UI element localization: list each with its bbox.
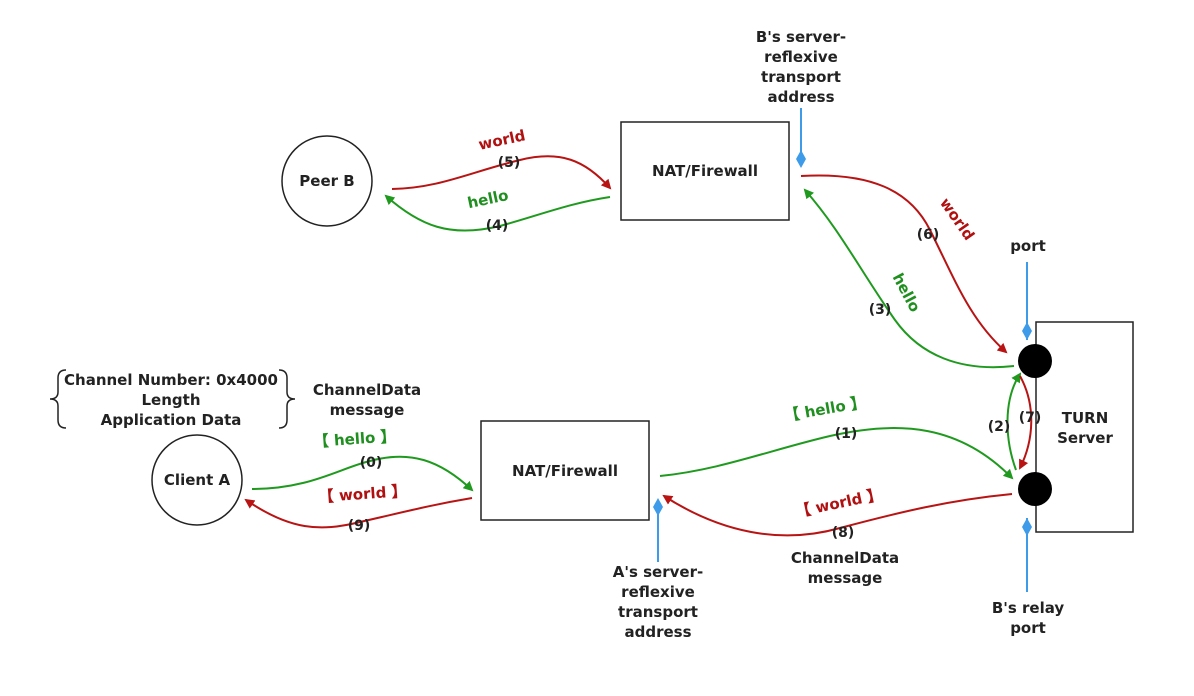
turn-label-line2: Server (1057, 429, 1113, 447)
channeldata-bottom-line1: ChannelData (791, 549, 899, 567)
arrow-step-9 (244, 497, 473, 529)
b-reflexive-pointer (796, 108, 806, 168)
message-1: 【 hello 】 (783, 393, 867, 425)
a-reflexive-line4: address (624, 623, 691, 641)
relay-port-pointer (1022, 518, 1032, 592)
client-a-label: Client A (164, 471, 231, 489)
message-8: 【 world 】 (794, 485, 884, 521)
message-5: world (477, 126, 527, 153)
message-9: 【 world 】 (318, 482, 407, 506)
turn-server: TURN Server (1018, 321, 1134, 533)
arrow-step-8 (662, 493, 1013, 537)
step-1: (1) (835, 426, 858, 442)
step-2: (2) (988, 419, 1011, 435)
peer-b-node: Peer B (281, 135, 373, 227)
client-a-node: Client A (151, 434, 243, 526)
nat-bottom-label: NAT/Firewall (512, 462, 618, 480)
arrow-step-2 (1006, 372, 1022, 471)
nat-firewall-top: NAT/Firewall (620, 121, 790, 221)
port-pointer (1022, 262, 1032, 340)
b-relay-annotation: B's relay port (992, 599, 1065, 637)
arrow-step-3 (803, 188, 1015, 369)
length-field: Length (142, 391, 201, 409)
channeldata-top-line1: ChannelData (313, 381, 421, 399)
b-relay-line1: B's relay (992, 599, 1065, 617)
arrow-step-6 (800, 174, 1008, 354)
step-7: (7) (1019, 410, 1042, 426)
b-reflexive-annotation: B's server- reflexive transport address (756, 28, 846, 106)
port-annotation: port (1010, 237, 1046, 255)
channeldata-bottom-line2: message (808, 569, 883, 587)
channel-fields-annotation: Channel Number: 0x4000 Length Applicatio… (49, 369, 296, 429)
message-4: hello (466, 186, 510, 212)
left-brace (49, 369, 67, 429)
a-reflexive-annotation: A's server- reflexive transport address (613, 563, 703, 641)
application-data-field: Application Data (101, 411, 242, 429)
message-0: 【 hello 】 (313, 427, 396, 451)
channeldata-top-line2: message (330, 401, 405, 419)
channeldata-bottom-annotation: ChannelData message (791, 549, 899, 587)
step-0: (0) (360, 455, 383, 471)
step-8: (8) (832, 525, 855, 541)
step-5: (5) (498, 155, 521, 171)
turn-label-line1: TURN (1062, 409, 1109, 427)
turn-relay-port (1018, 472, 1052, 506)
nat-top-label: NAT/Firewall (652, 162, 758, 180)
peer-b-label: Peer B (299, 172, 354, 190)
message-6: world (936, 195, 978, 244)
arrow-step-0 (251, 455, 474, 492)
b-reflexive-line2: reflexive (764, 48, 838, 66)
step-3: (3) (869, 302, 892, 318)
b-reflexive-line1: B's server- (756, 28, 846, 46)
channel-number-field: Channel Number: 0x4000 (64, 371, 278, 389)
step-9: (9) (348, 518, 371, 534)
arrow-step-1 (659, 427, 1014, 480)
turn-port-top (1018, 344, 1052, 378)
a-reflexive-line1: A's server- (613, 563, 703, 581)
a-reflexive-line2: reflexive (621, 583, 695, 601)
step-4: (4) (486, 218, 509, 234)
nat-firewall-bottom: NAT/Firewall (480, 420, 650, 521)
b-relay-line2: port (1010, 619, 1046, 637)
a-reflexive-pointer (653, 498, 663, 562)
b-reflexive-line4: address (767, 88, 834, 106)
message-3: hello (889, 270, 924, 315)
arrow-step-7 (1019, 375, 1033, 470)
arrow-step-4 (384, 194, 611, 232)
step-6: (6) (917, 227, 940, 243)
channeldata-top-annotation: ChannelData message (313, 381, 421, 419)
right-brace (278, 369, 296, 429)
arrow-step-5 (391, 155, 612, 190)
a-reflexive-line3: transport (618, 603, 698, 621)
b-reflexive-line3: transport (761, 68, 841, 86)
